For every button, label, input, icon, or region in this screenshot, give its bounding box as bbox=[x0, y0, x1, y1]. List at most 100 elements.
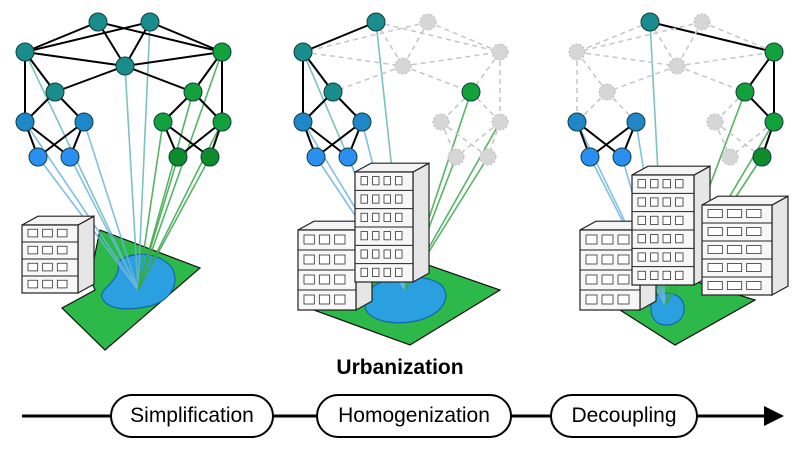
building-window bbox=[650, 197, 659, 207]
food-web-node bbox=[115, 56, 135, 76]
building-window bbox=[662, 234, 671, 244]
food-web-edge bbox=[24, 21, 99, 53]
food-web-node bbox=[580, 147, 600, 167]
building-window bbox=[360, 212, 368, 222]
lost-edge bbox=[576, 51, 678, 67]
food-web-nodes bbox=[15, 12, 232, 167]
building-window bbox=[617, 234, 630, 245]
lost-edge bbox=[470, 91, 501, 123]
food-web-node bbox=[293, 42, 313, 62]
building-window bbox=[360, 194, 368, 204]
lost-edge bbox=[440, 91, 472, 123]
food-web-edge bbox=[37, 121, 85, 158]
building-window bbox=[360, 176, 368, 186]
building-icon bbox=[21, 215, 95, 295]
building-window bbox=[662, 270, 671, 280]
panel-homogenization bbox=[293, 12, 509, 346]
building-window bbox=[27, 245, 39, 255]
building-side bbox=[77, 215, 95, 295]
lost-edge bbox=[375, 21, 501, 53]
building-window bbox=[27, 279, 39, 289]
building-window bbox=[56, 279, 68, 289]
food-web-nodes bbox=[567, 12, 784, 167]
habitat-link bbox=[137, 156, 179, 291]
building-window bbox=[675, 215, 684, 225]
food-web-edge bbox=[576, 121, 623, 158]
habitat-link bbox=[137, 156, 211, 291]
lost-edge bbox=[606, 91, 637, 123]
building-window bbox=[585, 274, 598, 285]
food-web-node bbox=[764, 112, 784, 132]
building-window bbox=[726, 227, 743, 237]
food-web-edge bbox=[97, 21, 223, 53]
building-icon bbox=[631, 165, 711, 287]
food-web-edge bbox=[54, 65, 126, 93]
building-window bbox=[372, 212, 380, 222]
food-web-edge bbox=[315, 121, 363, 158]
building-window bbox=[601, 234, 614, 245]
building-window bbox=[334, 294, 346, 305]
lost-species-node bbox=[693, 13, 711, 31]
lost-species-node bbox=[432, 113, 450, 131]
food-web-node bbox=[183, 82, 203, 102]
lost-species-node bbox=[447, 148, 465, 166]
building-window bbox=[650, 215, 659, 225]
building-window bbox=[707, 245, 723, 255]
building-window bbox=[56, 228, 68, 238]
lost-species-node bbox=[568, 43, 586, 61]
lost-edge bbox=[440, 121, 489, 158]
stage-simplification: Simplification bbox=[110, 394, 274, 438]
food-web-edge bbox=[124, 51, 223, 67]
building-window bbox=[637, 179, 646, 189]
building-window bbox=[617, 294, 630, 305]
food-web-node bbox=[153, 112, 173, 132]
food-web-node bbox=[640, 12, 660, 32]
lost-species-node bbox=[491, 43, 509, 61]
building-window bbox=[726, 209, 743, 219]
habitat-link bbox=[69, 156, 139, 291]
building-window bbox=[318, 254, 331, 265]
building-window bbox=[662, 179, 671, 189]
food-web-node bbox=[612, 147, 632, 167]
building-icon bbox=[354, 162, 430, 284]
food-web-edge bbox=[302, 21, 377, 53]
food-web-node bbox=[15, 42, 35, 62]
building-window bbox=[372, 176, 380, 186]
building-window bbox=[675, 234, 684, 244]
building-window bbox=[601, 254, 614, 265]
building-window bbox=[303, 234, 315, 245]
building-window bbox=[637, 270, 646, 280]
stage-homogenization: Homogenization bbox=[316, 394, 512, 438]
lost-species-node bbox=[479, 148, 497, 166]
building-window bbox=[334, 234, 346, 245]
lost-species-node bbox=[668, 57, 686, 75]
lost-edge bbox=[701, 21, 775, 53]
lost-edge bbox=[576, 21, 651, 53]
building-window bbox=[601, 274, 614, 285]
building-window bbox=[318, 294, 331, 305]
food-web-edge bbox=[24, 21, 151, 53]
building-window bbox=[383, 249, 391, 259]
lost-edge bbox=[427, 21, 501, 53]
lost-species-node bbox=[491, 113, 509, 131]
food-web-node bbox=[15, 112, 35, 132]
habitat-link bbox=[137, 121, 164, 291]
building-window bbox=[650, 252, 659, 262]
food-web-node bbox=[212, 42, 232, 62]
food-web-node bbox=[338, 147, 358, 167]
stage-decoupling: Decoupling bbox=[550, 394, 698, 438]
food-web-edges bbox=[576, 21, 775, 158]
building-window bbox=[303, 294, 315, 305]
building-window bbox=[707, 209, 723, 219]
habitat-link bbox=[137, 21, 151, 291]
lost-edge bbox=[676, 65, 746, 93]
building-window bbox=[707, 263, 723, 273]
building-window bbox=[675, 179, 684, 189]
food-web-node bbox=[60, 147, 80, 167]
food-web-edge bbox=[589, 121, 637, 158]
building-window bbox=[395, 194, 403, 204]
building-window bbox=[707, 281, 723, 291]
lost-edge bbox=[302, 21, 429, 53]
building-window bbox=[372, 194, 380, 204]
building-window bbox=[27, 262, 39, 272]
